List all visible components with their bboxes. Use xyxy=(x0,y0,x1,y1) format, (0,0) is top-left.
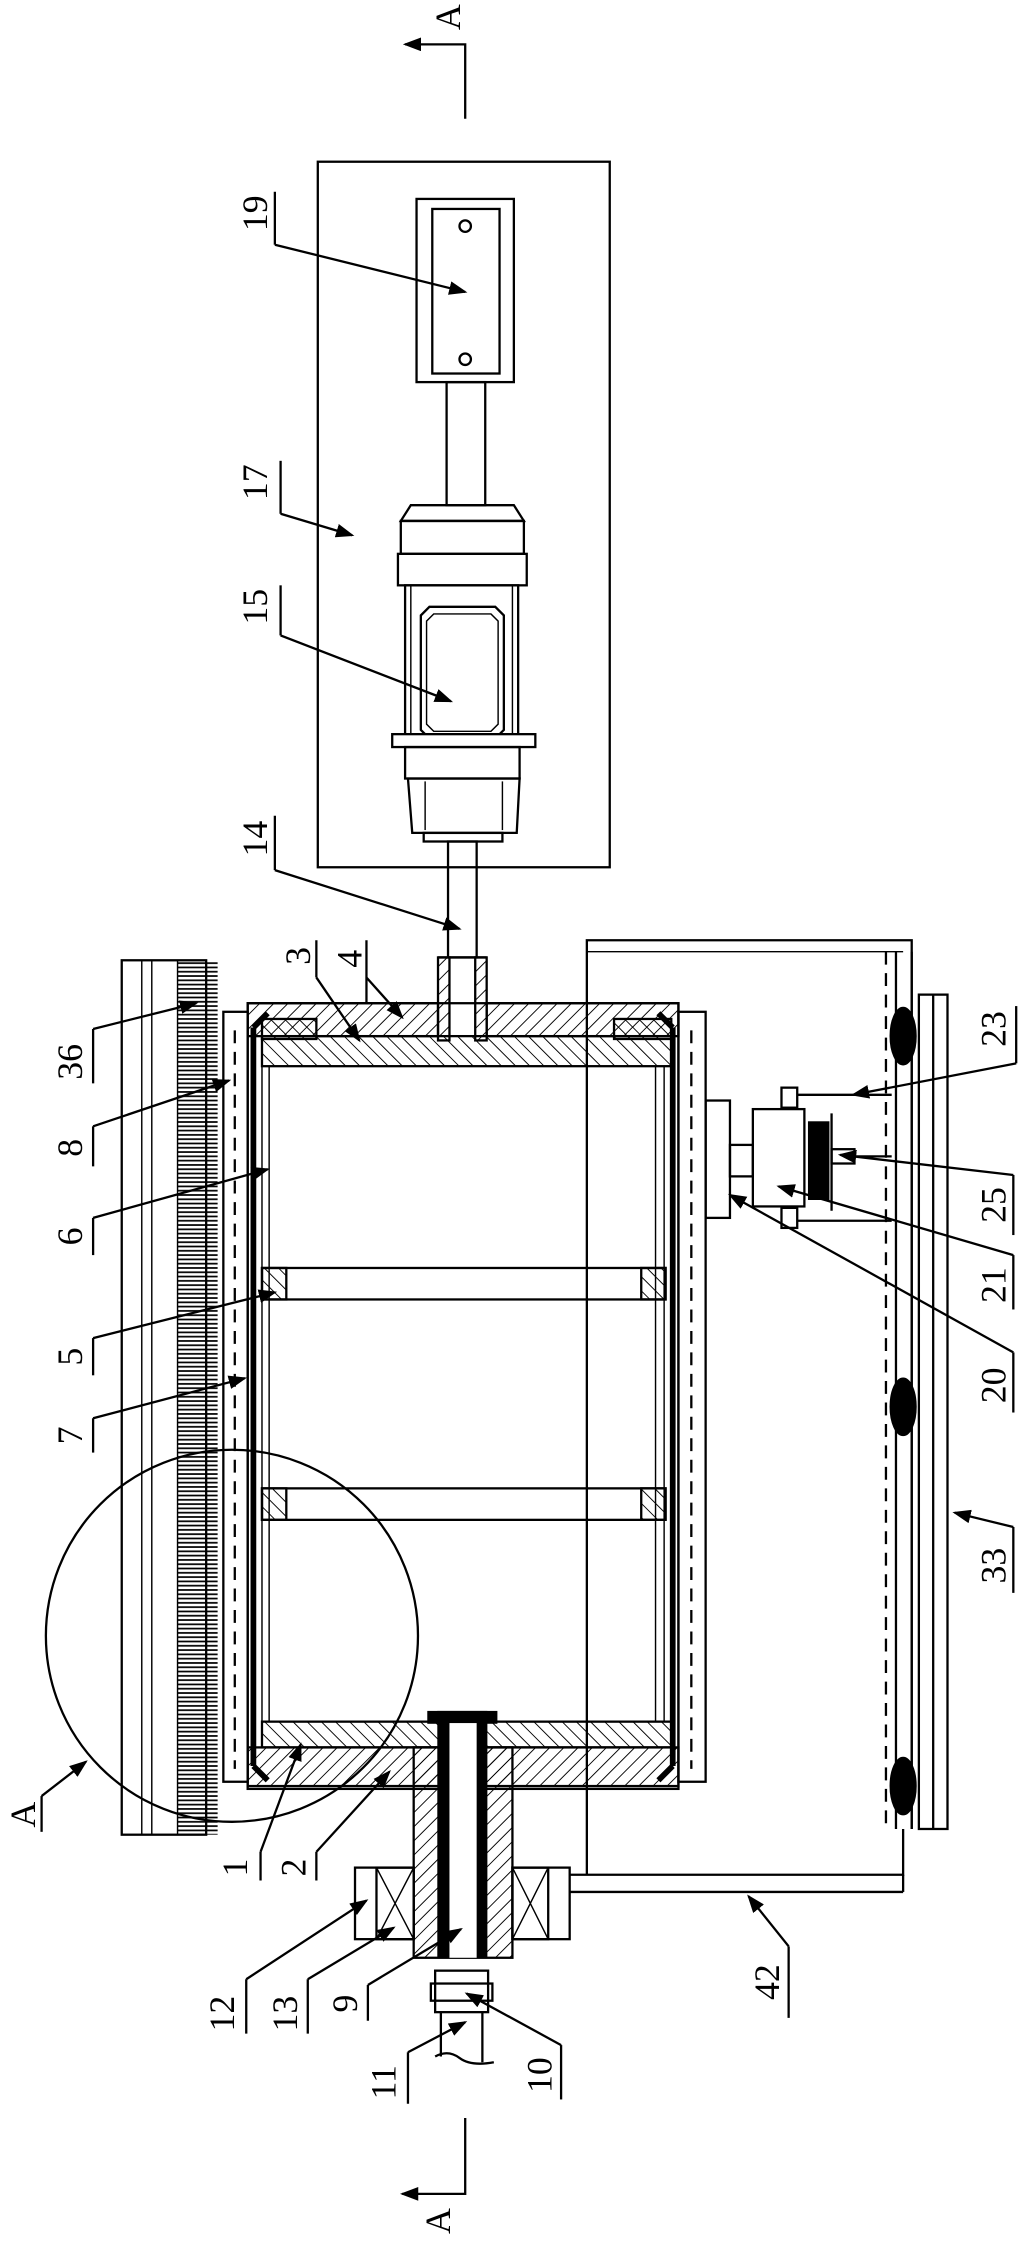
wheel-icon xyxy=(890,1757,916,1814)
callout-number: 25 xyxy=(973,1187,1013,1223)
wheel-icon xyxy=(890,1008,916,1065)
callout-leader xyxy=(955,1513,1014,1527)
callout-leader xyxy=(42,1762,86,1796)
callout-number: 23 xyxy=(973,1011,1013,1047)
callout: 5 xyxy=(50,1292,275,1375)
motor-15 xyxy=(392,505,535,841)
callout-number: 2 xyxy=(273,1859,313,1877)
callout-number: 17 xyxy=(235,464,275,500)
callout-number: 3 xyxy=(278,947,318,965)
detail-label-a: A xyxy=(3,1802,43,1828)
callout: 10 xyxy=(467,1994,561,2100)
callout-number: 6 xyxy=(50,1228,90,1246)
callout-number: 36 xyxy=(50,1044,90,1080)
callout-leader xyxy=(840,1155,1013,1175)
drive-shaft-14 xyxy=(438,842,487,1041)
callout: 15 xyxy=(235,585,451,701)
callout: 23 xyxy=(853,1006,1016,1095)
callout-leader xyxy=(275,870,460,929)
callout-number: 42 xyxy=(747,1964,787,2000)
drum xyxy=(248,1003,679,1789)
callout-number: 7 xyxy=(50,1426,90,1444)
callout-number: 13 xyxy=(265,1996,305,2032)
callout: 11 xyxy=(364,2022,466,2104)
callout-number: 14 xyxy=(235,821,275,857)
callout: 17 xyxy=(235,461,352,535)
callout-leader xyxy=(467,1994,561,2046)
callout-number: 10 xyxy=(520,2057,560,2093)
callout-leader xyxy=(281,635,451,701)
callout-leader xyxy=(275,245,465,292)
callout-number: 8 xyxy=(50,1139,90,1157)
callout-number: 5 xyxy=(50,1348,90,1366)
callout-leader xyxy=(730,1195,1013,1352)
detail-callout-a: A xyxy=(3,1762,86,1832)
callout-leader xyxy=(853,1063,1016,1094)
callout: 36 xyxy=(50,1003,196,1083)
callout-leader xyxy=(281,514,353,535)
callout-number: 19 xyxy=(235,195,275,231)
wheel-icon xyxy=(890,1378,916,1435)
callout-number: 1 xyxy=(215,1859,255,1877)
callout-number: 21 xyxy=(973,1267,1013,1303)
motor-base-plate xyxy=(318,162,610,868)
callout-number: 20 xyxy=(973,1367,1013,1403)
callout: 19 xyxy=(235,192,465,292)
callout-number: 11 xyxy=(364,2065,404,2099)
rotary-joint-10 xyxy=(431,1971,494,2064)
callout-leader xyxy=(246,1901,366,1980)
callout-number: 9 xyxy=(325,1995,365,2013)
hollow-shaft-9 xyxy=(414,1712,513,1958)
callout: 20 xyxy=(730,1195,1013,1413)
callout-leader xyxy=(308,1928,394,1980)
callout: 25 xyxy=(840,1155,1013,1235)
component-19-bracket xyxy=(417,199,514,505)
section-mark-bottom: A xyxy=(402,2118,465,2234)
callout: 42 xyxy=(747,1896,788,2018)
callout-number: 33 xyxy=(973,1548,1013,1584)
callout-leader xyxy=(749,1896,789,1946)
callout-number: 12 xyxy=(202,1996,242,2032)
section-label-top: A xyxy=(428,4,468,30)
callout-number: 15 xyxy=(235,589,275,625)
section-mark-top: A xyxy=(405,4,468,119)
callout: 33 xyxy=(955,1513,1014,1593)
callout-number: 4 xyxy=(329,950,369,968)
section-label-bottom: A xyxy=(418,2208,458,2234)
callout-leader xyxy=(408,2022,465,2052)
callout-leader xyxy=(93,1378,245,1418)
